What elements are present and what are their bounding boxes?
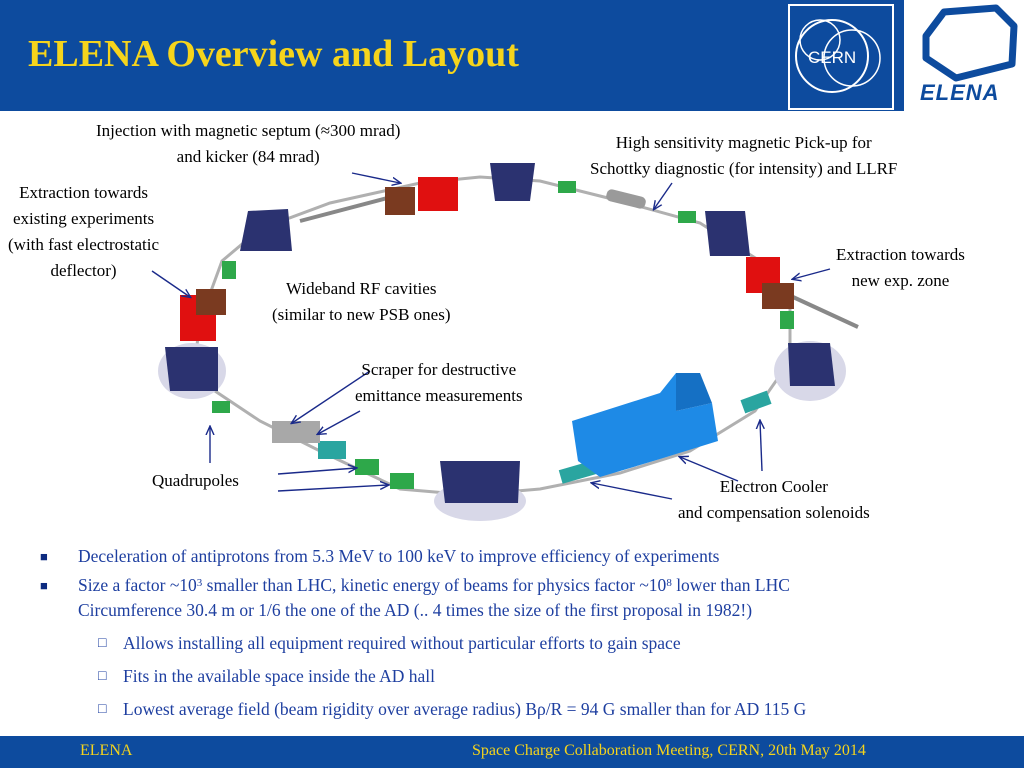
- elena-logo: [904, 0, 1024, 111]
- hollow-square-bullet-icon: □: [98, 702, 107, 717]
- arrow-cooler: [680, 457, 739, 482]
- slide-title: ELENA Overview and Layout: [28, 33, 519, 75]
- label-rf-cavities: Wideband RF cavities (similar to new PSB…: [272, 279, 451, 324]
- hollow-square-bullet-icon: □: [98, 636, 107, 651]
- injection-septum: [385, 187, 415, 215]
- bullet-item: ■ Size a factor ~103 smaller than LHC, k…: [40, 575, 790, 620]
- scraper: [272, 421, 320, 443]
- cern-logo-text: CERN: [808, 48, 856, 67]
- elena-ring-diagram: [151, 163, 859, 521]
- quadrupole: [390, 473, 414, 489]
- quadrupole: [558, 181, 576, 193]
- dipole-top: [490, 163, 535, 201]
- compensation-solenoid: [740, 390, 772, 414]
- dipole-upper-left: [240, 209, 292, 251]
- quadrupole: [678, 211, 696, 223]
- rf-cavity: [318, 441, 346, 459]
- hollow-square-bullet-icon: □: [98, 669, 107, 684]
- quadrupole: [780, 311, 794, 329]
- extraction-septum-right: [762, 283, 794, 309]
- label-pickup: High sensitivity magnetic Pick-up for Sc…: [590, 133, 898, 178]
- footer-right-text: Space Charge Collaboration Meeting, CERN…: [472, 742, 866, 759]
- sub-bullet-item: □ Lowest average field (beam rigidity ov…: [40, 697, 1010, 722]
- square-bullet-icon: ■: [40, 549, 48, 564]
- sub-bullet-item: □ Fits in the available space inside the…: [40, 664, 1010, 689]
- quadrupole: [222, 261, 236, 279]
- dipole-left: [158, 343, 226, 399]
- label-extraction-existing: Extraction towards existing experiments …: [8, 183, 160, 280]
- header-bar: ELENA Overview and Layout CERN ELENA: [0, 0, 1024, 111]
- quadrupole: [355, 459, 379, 475]
- injection-kicker: [418, 177, 458, 211]
- footer-left-text: ELENA: [80, 742, 133, 759]
- label-scraper: Scraper for destructive emittance measur…: [355, 360, 523, 405]
- arrow-solenoid-1: [592, 483, 673, 500]
- arrow-extraction-existing: [151, 270, 190, 297]
- label-extraction-new: Extraction towards new exp. zone: [836, 245, 965, 290]
- footer-bar: ELENA Space Charge Collaboration Meeting…: [0, 736, 1024, 768]
- bullet-item: ■ Deceleration of antiprotons from 5.3 M…: [40, 544, 1010, 569]
- dipole-upper-right: [705, 211, 750, 256]
- arrow-quad-2: [277, 468, 356, 475]
- dipole-right: [774, 341, 846, 401]
- label-injection: Injection with magnetic septum (≈300 mra…: [96, 121, 401, 166]
- dipole-bottom: [434, 461, 526, 521]
- extraction-line-left: [299, 194, 396, 223]
- sub-bullet-item: □ Allows installing all equipment requir…: [40, 631, 1010, 656]
- arrow-injection: [351, 172, 400, 183]
- arrow-extraction-new: [793, 268, 831, 279]
- label-electron-cooler: Electron Cooler and compensation solenoi…: [678, 477, 870, 522]
- label-quadrupoles: Quadrupoles: [152, 471, 239, 490]
- bullet-list: ■ Deceleration of antiprotons from 5.3 M…: [40, 544, 1010, 722]
- arrow-scraper: [292, 370, 371, 423]
- schottky-pickup: [606, 189, 646, 209]
- cern-logo: CERN: [788, 4, 894, 110]
- square-bullet-icon: ■: [40, 578, 48, 593]
- extraction-septum-left: [196, 289, 226, 315]
- arrow-rf: [318, 410, 361, 434]
- electron-cooler: [572, 373, 718, 477]
- arrow-quad-3: [277, 485, 388, 492]
- elena-logo-text: ELENA: [920, 80, 1000, 105]
- arrow-solenoid-2: [760, 421, 762, 472]
- arrow-pickup: [654, 182, 673, 209]
- quadrupole: [212, 401, 230, 413]
